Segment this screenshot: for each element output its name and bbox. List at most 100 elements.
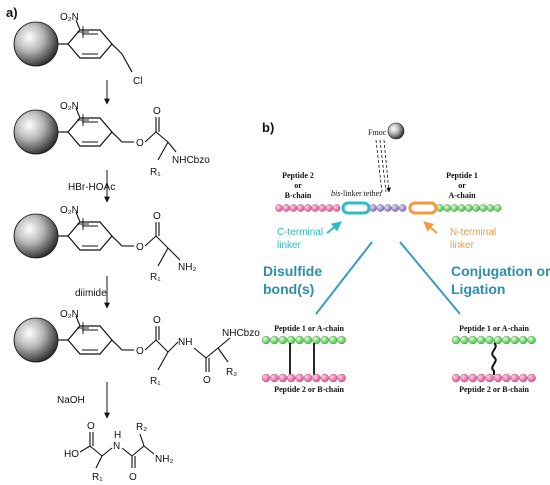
left-green-chain <box>261 335 346 345</box>
amide-n-label: N <box>113 441 120 452</box>
green-residue-bead <box>493 335 503 345</box>
product-amine-label: NH₂ <box>155 454 173 465</box>
hydroxyl-label: HO <box>64 449 79 460</box>
svg-text:A-chain: A-chain <box>448 191 476 200</box>
left-bottom-chain-label: Peptide 2 or B-chain <box>274 385 344 394</box>
ester-oxygen-label: O <box>136 242 144 253</box>
n-terminal-linker <box>408 201 438 215</box>
svg-text:Peptide 2: Peptide 2 <box>282 171 314 180</box>
fmoc-dashed-line <box>379 139 387 193</box>
green-residue-bead <box>468 335 477 345</box>
left-top-chain-label: Peptide 1 or A-chain <box>274 324 344 333</box>
svg-text:linker: linker <box>277 240 302 251</box>
r1-label: R₁ <box>150 376 161 387</box>
pink-residue-bead <box>320 373 329 383</box>
amide-h-label: H <box>114 430 121 441</box>
pink-residue-bead <box>295 373 304 383</box>
svg-text:Conjugation or: Conjugation or <box>451 263 550 279</box>
green-residue-bead <box>485 335 494 345</box>
pink-residue-bead <box>282 204 290 212</box>
peptide2-side-label: Peptide 2 or B-chain <box>282 171 314 200</box>
carbonyl-oxygen-label: O <box>153 106 161 117</box>
n-linker-arrow <box>423 221 438 234</box>
green-residue-bead <box>477 335 486 345</box>
svg-text:Disulfide: Disulfide <box>263 263 322 279</box>
reagent-naoh: NaOH <box>57 395 85 406</box>
conjugation-path-line <box>399 241 461 315</box>
peptide1-side-label: Peptide 1 or A-chain <box>446 171 478 200</box>
pink-residue-bead <box>468 373 477 383</box>
green-residue-bead <box>287 335 296 345</box>
green-residue-bead <box>312 335 321 345</box>
green-residue-bead <box>337 335 346 345</box>
pink-residue-bead <box>304 204 312 212</box>
pink-residue-bead <box>527 373 536 383</box>
disulfide-path-line <box>315 241 373 315</box>
reagent-diimide: diimide <box>75 288 107 299</box>
pink-residue-bead <box>519 373 528 383</box>
pink-residue-bead <box>312 373 321 383</box>
dipeptide-product: HO O R₁ H N O R₂ NH₂ <box>64 421 173 483</box>
right-bottom-chain-label: Peptide 2 or B-chain <box>459 385 529 394</box>
product-r2-label: R₂ <box>136 422 147 433</box>
green-residue-bead <box>457 204 466 212</box>
green-residue-bead <box>502 335 511 345</box>
amide-nh-label: NH <box>178 337 192 348</box>
peptide-chain-main <box>275 204 502 212</box>
carbonyl-oxygen-label: O <box>153 211 161 222</box>
purple-tether-bead <box>384 204 392 212</box>
green-residue-bead <box>270 335 279 345</box>
green-residue-bead <box>486 204 495 212</box>
step3-structure: O₂N O O NH₂ R₁ <box>13 205 196 283</box>
purple-tether-bead <box>398 204 407 212</box>
nitro-group-label: O₂N <box>60 12 79 23</box>
r1-label: R₁ <box>150 167 161 178</box>
green-residue-bead <box>320 335 329 345</box>
pink-residue-bead <box>311 204 319 212</box>
left-pink-chain <box>261 373 346 383</box>
pink-residue-bead <box>502 373 511 383</box>
svg-text:N-terminal: N-terminal <box>450 227 496 238</box>
svg-text:or: or <box>294 181 302 190</box>
green-residue-bead <box>261 335 271 345</box>
c-linker-arrow <box>326 221 342 234</box>
pink-residue-bead <box>332 204 341 212</box>
nhcbzo-label: NHCbzo <box>222 328 260 339</box>
pink-residue-bead <box>460 373 469 383</box>
pink-residue-bead <box>510 373 519 383</box>
green-residue-bead <box>472 204 480 212</box>
green-residue-bead <box>479 204 487 212</box>
green-residue-bead <box>527 335 536 345</box>
nhcbzo-label: NHCbzo <box>172 155 210 166</box>
bis-linker-tether-label: bis-linker tether <box>331 189 382 198</box>
pink-residue-bead <box>337 373 346 383</box>
green-residue-bead <box>303 335 313 345</box>
svg-text:linker: linker <box>450 240 475 251</box>
product-amide-oxygen-label: O <box>129 472 137 483</box>
svg-text:C-terminal: C-terminal <box>277 227 323 238</box>
pink-residue-bead <box>451 373 461 383</box>
r1-label: R₁ <box>150 272 161 283</box>
panel-a-label: a) <box>6 5 18 20</box>
conjugation-ligation-label: Conjugation or Ligation <box>451 263 550 297</box>
fmoc-dashed-arrow <box>383 139 391 193</box>
r2-label: R₂ <box>226 367 237 378</box>
right-green-chain <box>451 335 536 345</box>
svg-text:or: or <box>458 181 466 190</box>
pink-residue-bead <box>287 373 296 383</box>
pink-residue-bead <box>493 373 503 383</box>
pink-residue-bead <box>329 373 338 383</box>
green-residue-bead <box>451 335 461 345</box>
disulfide-bond-label: Disulfide bond(s) <box>263 263 322 297</box>
pink-residue-bead <box>275 204 283 212</box>
ester-oxygen-label: O <box>136 138 144 149</box>
step1-structure: O₂N Cl <box>13 12 142 87</box>
pink-residue-bead <box>261 373 271 383</box>
fmoc-resin-bead <box>387 122 405 140</box>
svg-text:Ligation: Ligation <box>451 281 505 297</box>
purple-tether-bead <box>391 204 399 212</box>
green-residue-bead <box>460 335 469 345</box>
right-pink-chain <box>451 373 536 383</box>
green-residue-bead <box>465 204 473 212</box>
